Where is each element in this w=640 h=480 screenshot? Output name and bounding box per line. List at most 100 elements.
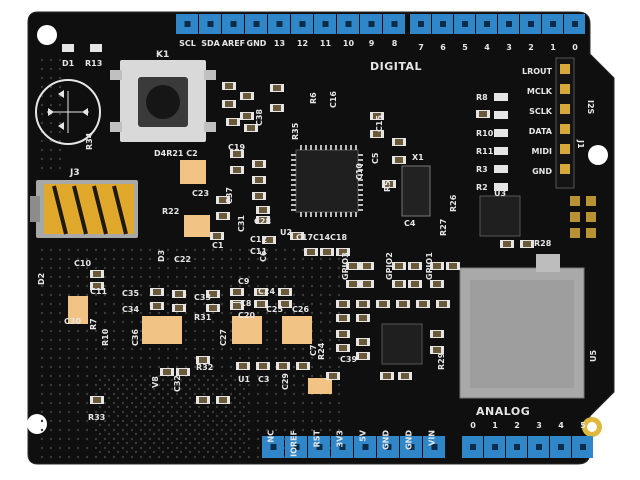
- via: [179, 378, 183, 382]
- ic-pin: [325, 145, 327, 150]
- via: [148, 419, 152, 423]
- via: [220, 374, 224, 378]
- ic-pin: [291, 204, 296, 206]
- via: [49, 455, 53, 459]
- smd-passive-body: [411, 281, 419, 287]
- via: [292, 356, 296, 360]
- via: [283, 428, 287, 432]
- via: [233, 414, 237, 418]
- label-c20: C20: [238, 311, 255, 320]
- label-c25: C25: [266, 305, 283, 314]
- via: [94, 329, 98, 333]
- via: [175, 311, 179, 315]
- via: [319, 329, 323, 333]
- via: [103, 374, 107, 378]
- via: [193, 266, 197, 270]
- via: [116, 396, 120, 400]
- via: [58, 446, 62, 450]
- via: [58, 284, 62, 288]
- via: [67, 437, 71, 441]
- via: [274, 338, 278, 342]
- header-pin-hole: [339, 444, 346, 450]
- i2s-label: I2S: [586, 100, 595, 115]
- via: [40, 356, 44, 360]
- pin-label: 11: [320, 39, 332, 48]
- via: [94, 302, 98, 306]
- via: [256, 383, 260, 387]
- via: [157, 419, 161, 423]
- via: [40, 311, 44, 315]
- via: [292, 302, 296, 306]
- via: [292, 428, 296, 432]
- smd-passive-body: [199, 397, 207, 403]
- pin-label: 5V: [359, 429, 368, 442]
- via: [265, 266, 269, 270]
- ic-pin: [315, 212, 317, 217]
- via: [328, 257, 332, 261]
- via: [40, 112, 44, 116]
- via: [292, 419, 296, 423]
- smd-passive-body: [395, 157, 403, 163]
- via: [40, 248, 44, 252]
- via: [40, 166, 44, 170]
- via: [193, 455, 197, 459]
- smd-passive-body: [363, 263, 371, 269]
- label-c33: C33: [194, 293, 211, 302]
- via: [193, 302, 197, 306]
- via: [58, 166, 62, 170]
- via: [202, 311, 206, 315]
- via: [220, 275, 224, 279]
- smd-passive-body: [433, 281, 441, 287]
- via: [76, 365, 80, 369]
- ic-pin: [305, 145, 307, 150]
- smd-passive-body: [153, 303, 161, 309]
- ic-pin: [330, 145, 332, 150]
- via: [121, 266, 125, 270]
- via: [256, 401, 260, 405]
- via: [98, 423, 102, 427]
- smd-passives: [90, 82, 534, 404]
- smd-passive-body: [281, 289, 289, 295]
- via: [184, 311, 188, 315]
- via: [206, 405, 210, 409]
- via: [188, 378, 192, 382]
- via: [188, 414, 192, 418]
- smd-passive-body: [383, 373, 391, 379]
- via: [130, 365, 134, 369]
- via: [265, 338, 269, 342]
- via: [337, 293, 341, 297]
- pin-label: RST: [313, 429, 322, 447]
- ic-pin: [358, 184, 363, 186]
- smd-passive-body: [359, 315, 367, 321]
- via: [247, 455, 251, 459]
- smd-passive-body: [385, 181, 393, 187]
- via: [283, 257, 287, 261]
- via: [121, 428, 125, 432]
- via: [130, 302, 134, 306]
- via: [107, 378, 111, 382]
- via: [98, 378, 102, 382]
- label-c23: C23: [192, 189, 209, 198]
- via: [85, 446, 89, 450]
- smd-passive-body: [401, 373, 409, 379]
- via: [134, 423, 138, 427]
- smd-passive-body: [363, 281, 371, 287]
- via: [40, 157, 44, 161]
- via: [247, 248, 251, 252]
- via: [211, 455, 215, 459]
- via: [121, 365, 125, 369]
- smd-passive-body: [279, 363, 287, 369]
- via: [112, 311, 116, 315]
- smd-passive-body: [299, 363, 307, 369]
- smd-passive-body: [395, 139, 403, 145]
- via: [337, 257, 341, 261]
- via: [292, 293, 296, 297]
- via: [94, 338, 98, 342]
- smd-passive-body: [281, 301, 289, 307]
- via: [103, 320, 107, 324]
- via: [202, 365, 206, 369]
- header-pin-hole: [580, 444, 586, 450]
- via: [202, 338, 206, 342]
- via: [283, 347, 287, 351]
